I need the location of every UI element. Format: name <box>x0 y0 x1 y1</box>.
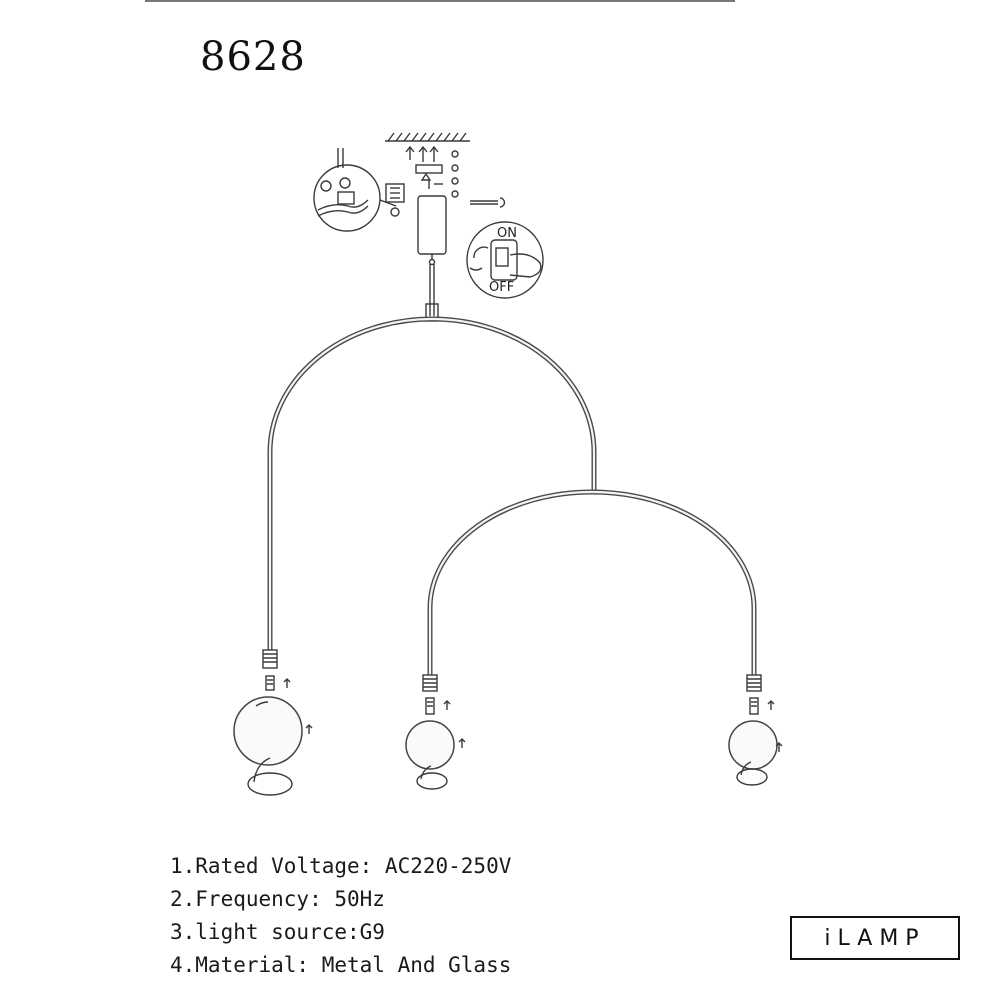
spec-item-light-source: 3.light source:G9 <box>170 920 385 944</box>
spec-item-material: 4.Material: Metal And Glass <box>170 953 512 977</box>
screw-icon <box>470 197 506 208</box>
g9-bulb-icon <box>425 697 435 715</box>
arrow-up-icon <box>283 678 291 688</box>
mounting-bracket-icon <box>405 145 459 198</box>
spec-item-voltage: 1.Rated Voltage: AC220-250V <box>170 854 512 878</box>
switch-callout: ON OFF <box>466 221 544 299</box>
glass-globe <box>405 720 455 770</box>
arrow-up-icon <box>767 700 775 710</box>
lamp-left <box>233 649 313 796</box>
arrow-up-icon <box>305 724 313 734</box>
glass-globe <box>728 720 778 770</box>
arrow-up-icon <box>775 742 783 752</box>
wiring-detail-icon <box>313 148 397 232</box>
ring-base <box>736 768 768 786</box>
spec-list: 1.Rated Voltage: AC220-250V 2.Frequency:… <box>170 850 511 982</box>
brand-logo: iLAMP <box>790 916 960 960</box>
spec-item-frequency: 2.Frequency: 50Hz <box>170 887 385 911</box>
large-arch-arm <box>267 316 597 650</box>
top-rule <box>145 0 735 2</box>
ring-base <box>247 772 293 796</box>
switch-on-label: ON <box>497 226 517 241</box>
ceiling-hatch <box>385 132 470 142</box>
g9-bulb-icon <box>749 697 759 715</box>
lamp-holder-icon <box>422 674 438 692</box>
canopy <box>417 195 447 266</box>
lamp-holder-icon <box>746 674 762 692</box>
g9-bulb-icon <box>265 675 275 691</box>
terminal-block-icon <box>385 183 405 217</box>
small-arch-arm <box>427 489 757 675</box>
lamp-middle <box>405 674 466 790</box>
arrow-up-icon <box>458 738 466 748</box>
switch-off-label: OFF <box>489 280 514 295</box>
glass-globe <box>233 696 303 766</box>
model-number: 8628 <box>200 34 306 80</box>
lamp-holder-icon <box>262 649 278 669</box>
ring-base <box>416 772 448 790</box>
suspension-rod <box>425 264 439 322</box>
lamp-right <box>728 674 783 786</box>
arrow-up-icon <box>443 700 451 710</box>
